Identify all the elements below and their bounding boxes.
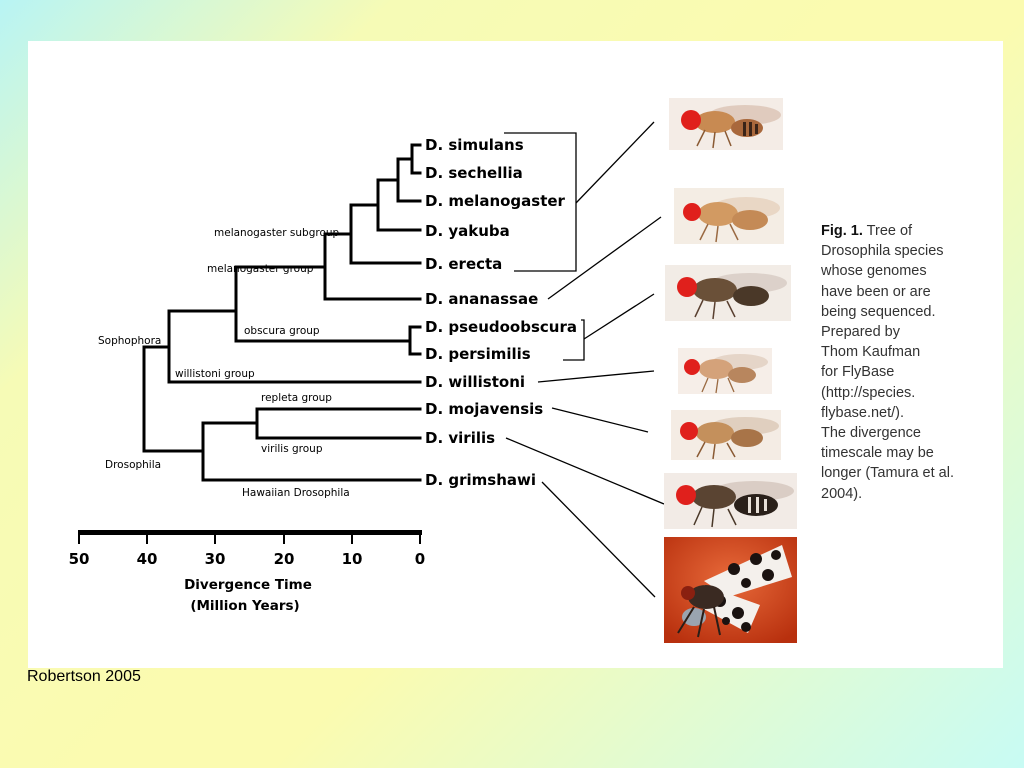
- melanogaster-group-label: melanogaster group: [207, 263, 314, 275]
- species-label: D. mojavensis: [425, 400, 543, 418]
- axis-subtitle: (Million Years): [190, 598, 299, 614]
- caption-line: timescale may be: [821, 445, 934, 462]
- species-label: D. simulans: [425, 136, 524, 154]
- obscura-bracket: [563, 319, 585, 361]
- figure-panel: D. simulans D. sechellia D. melanogaster…: [28, 41, 1003, 668]
- obscura-group-label: obscura group: [244, 325, 320, 337]
- caption-line: longer (Tamura et al.: [821, 465, 954, 482]
- fly-photo-grimshawi: [664, 537, 797, 643]
- caption-line: flybase.net/).: [821, 404, 905, 421]
- caption-line: Drosophila species: [821, 243, 944, 260]
- axis-title: Divergence Time: [184, 577, 312, 593]
- species-label: D. willistoni: [425, 373, 525, 391]
- species-label: D. sechellia: [425, 164, 523, 182]
- axis-tick-label: 20: [274, 550, 295, 568]
- caption-line: being sequenced.: [821, 303, 936, 320]
- connector-lines: [504, 121, 665, 598]
- time-axis: 50 40 30 20 10 0 Divergence Time (Millio…: [69, 530, 425, 614]
- fly-photo-ananassae: [674, 188, 784, 244]
- fly-photo-virilis: [664, 473, 797, 529]
- species-label: D. yakuba: [425, 222, 510, 240]
- species-label: D. pseudoobscura: [425, 318, 577, 336]
- species-labels: D. simulans D. sechellia D. melanogaster…: [425, 136, 577, 489]
- sophophora-label: Sophophora: [98, 335, 161, 347]
- melanogaster-subgroup-bracket: [504, 132, 577, 272]
- caption-fig-label: Fig. 1.: [821, 223, 863, 239]
- axis-tick-label: 10: [342, 550, 363, 568]
- slide-credit: Robertson 2005: [27, 668, 141, 685]
- repleta-group-label: repleta group: [261, 392, 332, 404]
- group-labels: melanogaster subgroup melanogaster group…: [98, 227, 350, 499]
- axis-tick-label: 50: [69, 550, 90, 568]
- species-label: D. grimshawi: [425, 471, 536, 489]
- caption-line: Thom Kaufman: [821, 344, 921, 361]
- caption-line: Tree of: [862, 223, 913, 239]
- fly-photo-pseudoobscura: [665, 265, 791, 321]
- caption-line: whose genomes: [821, 263, 927, 280]
- species-label: D. persimilis: [425, 345, 531, 363]
- axis-tick-label: 0: [415, 550, 425, 568]
- caption-line: The divergence: [821, 425, 921, 442]
- species-label: D. erecta: [425, 255, 502, 273]
- species-label: D. ananassae: [425, 290, 538, 308]
- caption-line: (http://species.: [821, 384, 916, 401]
- figure-caption: Fig. 1. Tree of Drosophila species whose…: [821, 221, 991, 504]
- species-label: D. melanogaster: [425, 192, 566, 210]
- tree-branches: [142, 143, 422, 482]
- axis-tick-label: 30: [205, 550, 226, 568]
- fly-photo-mojavensis: [671, 410, 781, 460]
- axis-bar: [78, 530, 422, 535]
- hawaiian-drosophila-label: Hawaiian Drosophila: [242, 487, 350, 499]
- axis-tick-label: 40: [137, 550, 158, 568]
- species-label: D. virilis: [425, 429, 495, 447]
- virilis-group-label: virilis group: [261, 443, 323, 455]
- drosophila-label: Drosophila: [105, 459, 161, 471]
- fly-photo-simulans: [669, 98, 783, 150]
- caption-line: have been or are: [821, 283, 931, 300]
- caption-line: 2004).: [821, 485, 863, 502]
- caption-line: for FlyBase: [821, 364, 895, 381]
- caption-line: Prepared by: [821, 324, 900, 341]
- melanogaster-subgroup-label: melanogaster subgroup: [214, 227, 340, 239]
- willistoni-group-label: willistoni group: [175, 368, 255, 380]
- fly-photo-willistoni: [678, 348, 772, 394]
- phylogenetic-tree: D. simulans D. sechellia D. melanogaster…: [69, 121, 665, 614]
